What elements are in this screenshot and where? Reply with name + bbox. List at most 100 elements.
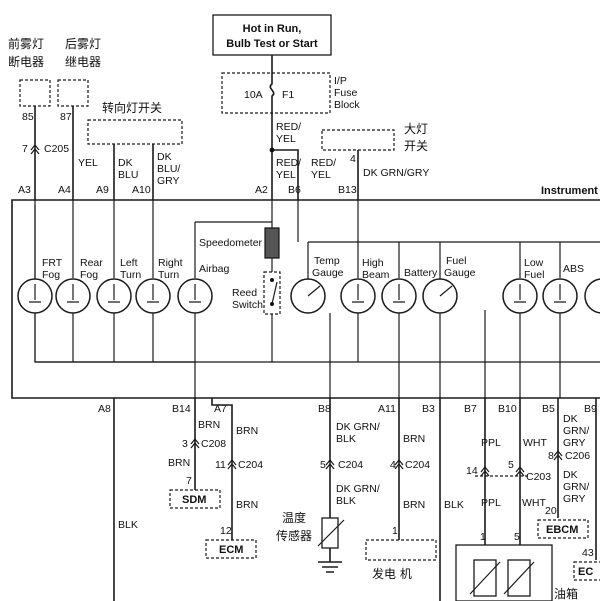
connector-c203-pin-a: 14 — [466, 465, 478, 477]
fuel-tank-sender — [455, 544, 553, 601]
headlamp-switch-pin: 4 — [350, 153, 356, 165]
power-source-box — [212, 14, 332, 56]
indicator-battery — [381, 242, 417, 398]
front-fog-relay-line1: 前雾灯 — [8, 36, 44, 51]
turn-switch-box — [87, 119, 183, 145]
low-fuel-label-1: Low — [524, 257, 544, 269]
wire-color-dk-blu-gry-1: DK — [157, 151, 172, 163]
left-turn-label-1: Left — [120, 257, 138, 269]
wire-color-dk-grn-gry: DK GRN/GRY — [363, 167, 429, 179]
connector-c205-label: C205 — [44, 143, 69, 155]
generator-box — [365, 539, 437, 561]
pin-b8: B8 — [318, 403, 331, 415]
generator-pin: 1 — [392, 525, 398, 537]
low-fuel-label-2: Fuel — [524, 269, 544, 281]
generator-label: 发电 机 — [372, 566, 412, 581]
temp-sensor-line2: 传感器 — [276, 528, 312, 543]
rear-fog-relay-box — [57, 79, 89, 107]
pin-b10: B10 — [498, 403, 517, 415]
wire-color-red-yel-c-2: YEL — [311, 169, 331, 181]
wire-dkgrngry-b1: DK — [563, 469, 578, 481]
connector-c206-pin: 8 — [548, 450, 554, 462]
high-beam-label-1: High — [362, 257, 384, 269]
wire-color-dk-blu-gry-2: BLU/ — [157, 163, 180, 175]
rear-fog-relay-line2: 继电器 — [65, 55, 101, 69]
pin-b5: B5 — [542, 403, 555, 415]
indicator-right-turn — [135, 200, 171, 362]
right-turn-label-2: Turn — [158, 269, 179, 281]
front-fog-relay-pin: 85 — [22, 111, 34, 123]
connector-c203-b-icon — [515, 466, 525, 477]
sdm-label: SDM — [182, 494, 206, 506]
wire-dkgrn-blk-2: BLK — [336, 433, 356, 445]
reed-switch-label-2: Switch — [232, 299, 263, 311]
ebcm-box — [537, 519, 589, 539]
right-turn-label-1: Right — [158, 257, 183, 269]
indicator-high-beam — [340, 200, 376, 362]
high-beam-label-2: Beam — [362, 269, 390, 281]
wire-color-dk-blu-2: BLU — [118, 169, 138, 181]
indicator-low-fuel — [502, 242, 538, 398]
wire-dkgrngry-a3: GRY — [563, 437, 586, 449]
front-fog-relay-box — [19, 79, 51, 107]
fuse-element-icon — [269, 73, 275, 113]
connector-c203-pin-b: 5 — [508, 459, 514, 471]
indicator-rear-fog — [55, 200, 91, 362]
speedometer-icon — [264, 227, 280, 259]
indicator-airbag — [177, 222, 213, 398]
headlamp-switch-box — [321, 129, 395, 151]
ec-right-label: EC — [578, 566, 593, 578]
instrument-cluster-box — [11, 199, 600, 399]
wire-color-red-yel-c-1: RED/ — [311, 157, 336, 169]
wire-dkgrn-blk-1: DK GRN/ — [336, 421, 380, 433]
sdm-pin: 7 — [186, 475, 192, 487]
pin-a10: A10 — [132, 184, 151, 196]
pin-a11: A11 — [378, 403, 396, 415]
connector-c204-c-icon — [394, 459, 404, 470]
connector-c204-c-label: C204 — [405, 459, 430, 471]
connector-c205-icon — [30, 144, 40, 151]
connector-c204-b-pin: 5 — [320, 459, 326, 471]
abs-label: ABS — [563, 263, 584, 275]
turn-switch-label: 转向灯开关 — [102, 100, 162, 115]
pin-a8: A8 — [98, 403, 111, 415]
connector-c208-pin: 3 — [182, 438, 188, 450]
fuel-gauge-label-1: Fuel — [446, 255, 466, 267]
connector-c204-c-pin: 4 — [390, 459, 396, 471]
wire-a7 — [211, 398, 233, 540]
wire-color-red-yel-b-1: RED/ — [276, 157, 301, 169]
ebcm-label: EBCM — [546, 524, 578, 536]
wire-color-dk-blu-1: DK — [118, 157, 133, 169]
front-fog-relay-line2: 断电器 — [8, 54, 44, 69]
indicator-left-turn — [96, 200, 132, 362]
fuel-tank-pin1: 1 — [480, 531, 486, 543]
pin-b9: B9 — [584, 403, 597, 415]
pin-a4: A4 — [58, 184, 71, 196]
power-source-line2: Bulb Test or Start — [226, 38, 318, 50]
wire-color-red-yel-b-2: YEL — [276, 169, 296, 181]
splice-dot — [269, 147, 275, 153]
connector-c204-b-label: C204 — [338, 459, 363, 471]
pin-b7: B7 — [464, 403, 477, 415]
connector-c206-icon — [553, 450, 563, 461]
connector-c208-label: C208 — [201, 438, 226, 450]
wire-blk-mid: BLK — [444, 499, 464, 511]
wire-dkgrngry-b3: GRY — [563, 493, 586, 505]
sdm-box — [169, 489, 221, 509]
wire-brn-d: BRN — [236, 499, 258, 511]
cluster-label: Instrument C — [541, 185, 600, 197]
connector-c203-label: C203 — [526, 471, 551, 483]
fuse-block-label-3: Block — [334, 99, 360, 111]
connector-c203-a-icon — [480, 466, 490, 477]
pin-b6: B6 — [288, 184, 301, 196]
headlamp-switch-line2: 开关 — [404, 139, 428, 153]
wire-color-red-yel-1: RED/ — [276, 121, 301, 133]
wire-dkgrn-blk-4: BLK — [336, 495, 356, 507]
wire-brn-c: BRN — [236, 425, 258, 437]
wire-ppl-2: PPL — [481, 497, 501, 509]
wire-brn-f: BRN — [403, 499, 425, 511]
frt-fog-label-2: Fog — [42, 269, 60, 281]
left-turn-label-2: Turn — [120, 269, 141, 281]
fuse-block-label-2: Fuse — [334, 87, 358, 99]
